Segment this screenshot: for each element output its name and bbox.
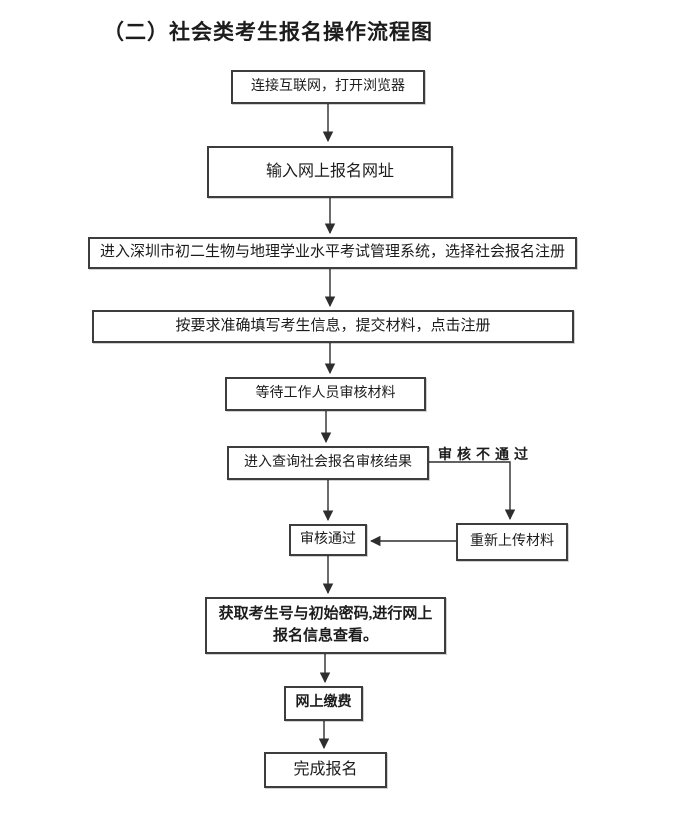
flow-step-reupload: 重新上传材料 (456, 523, 568, 561)
flow-step-enter-system: 进入深圳市初二生物与地理学业水平考试管理系统，选择社会报名注册 (88, 237, 577, 269)
flow-step-review-passed: 审核通过 (289, 524, 367, 556)
flow-step-pay-online: 网上缴费 (284, 686, 363, 721)
flow-step-enter-url: 输入网上报名网址 (207, 146, 453, 198)
flow-step-connect-internet: 连接互联网，打开浏览器 (231, 70, 425, 104)
flow-step-complete: 完成报名 (264, 752, 387, 788)
flow-step-get-credentials: 获取考生号与初始密码,进行网上报名信息查看。 (205, 597, 446, 654)
branch-label-review-rejected: 审核不通过 (438, 448, 533, 463)
flow-step-wait-review: 等待工作人员审核材料 (225, 377, 426, 411)
flow-step-query-result: 进入查询社会报名审核结果 (227, 446, 429, 480)
flow-step-fill-info: 按要求准确填写考生信息，提交材料，点击注册 (92, 310, 574, 343)
flowchart-title: （二）社会类考生报名操作流程图 (103, 20, 433, 44)
arrow-query-to-reupload (429, 461, 516, 521)
